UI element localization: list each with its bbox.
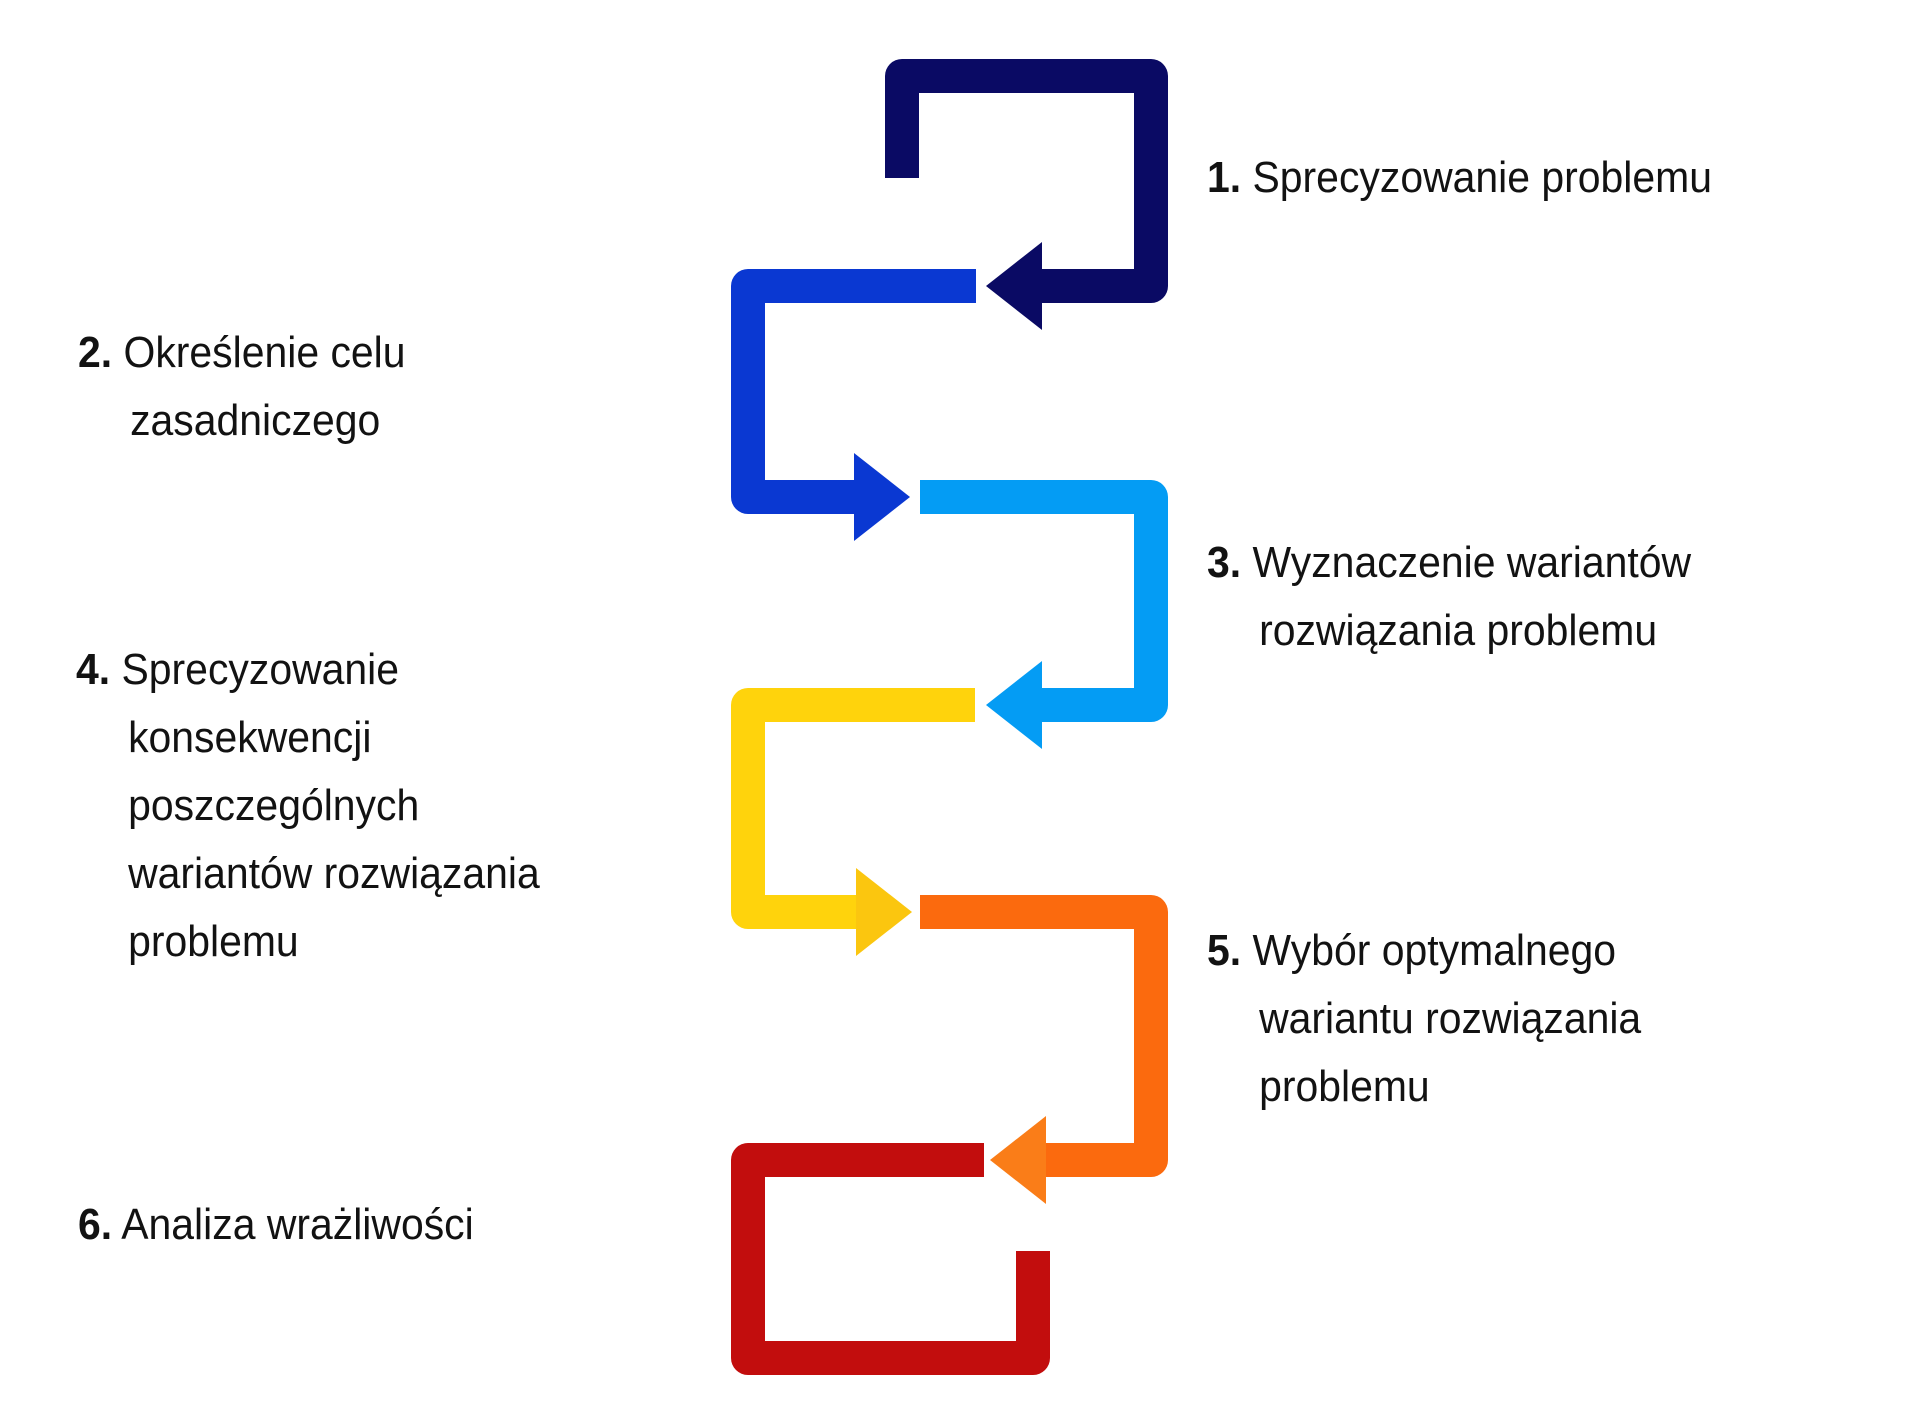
step-1-number: 1. (1207, 153, 1242, 202)
arrow-step-6-shaft (731, 1143, 1050, 1375)
arrow-step-5-head (990, 1116, 1046, 1204)
step-6-text: Analiza wrażliwości (112, 1200, 474, 1249)
arrow-step-4 (731, 688, 975, 956)
arrow-step-2-head (854, 453, 910, 541)
step-5-label: 5. Wybór optymalnego wariantu rozwiązani… (1207, 917, 1836, 1121)
arrow-step-5-shaft (920, 895, 1168, 1177)
arrow-step-3 (920, 480, 1168, 749)
step-4-text: Sprecyzowanie konsekwencji poszczególnyc… (121, 645, 540, 966)
step-5-text: Wybór optymalnego wariantu rozwiązania p… (1252, 926, 1642, 1111)
step-1-label: 1. Sprecyzowanie problemu (1207, 144, 1836, 212)
step-3-label: 3. Wyznaczenie wariantów rozwiązania pro… (1207, 529, 1836, 665)
arrow-step-4-shaft (731, 688, 975, 929)
step-3-number: 3. (1207, 538, 1242, 587)
arrow-step-5 (920, 895, 1168, 1204)
step-5-number: 5. (1207, 926, 1242, 975)
arrow-step-3-shaft (920, 480, 1168, 722)
step-2-number: 2. (78, 328, 113, 377)
step-1-text: Sprecyzowanie problemu (1241, 153, 1712, 202)
arrow-step-6 (731, 1143, 1050, 1375)
step-6-number: 6. (78, 1200, 113, 1249)
arrow-step-1-head (986, 242, 1042, 330)
arrow-step-1-shaft (885, 59, 1168, 303)
step-3-text: Wyznaczenie wariantów rozwiązania proble… (1252, 538, 1692, 655)
arrow-step-1 (885, 59, 1168, 330)
step-2-label: 2. Określenie celu zasadniczego (78, 319, 707, 455)
arrow-step-4-head (856, 868, 912, 956)
step-2-text: Określenie celu zasadniczego (123, 328, 406, 445)
arrow-step-2-shaft (731, 269, 976, 514)
arrow-step-3-head (986, 661, 1042, 749)
step-4-number: 4. (76, 645, 111, 694)
step-6-label: 6. Analiza wrażliwości (78, 1191, 707, 1259)
arrow-step-2 (731, 269, 976, 541)
step-4-label: 4. Sprecyzowanie konsekwencji poszczegól… (76, 636, 705, 976)
